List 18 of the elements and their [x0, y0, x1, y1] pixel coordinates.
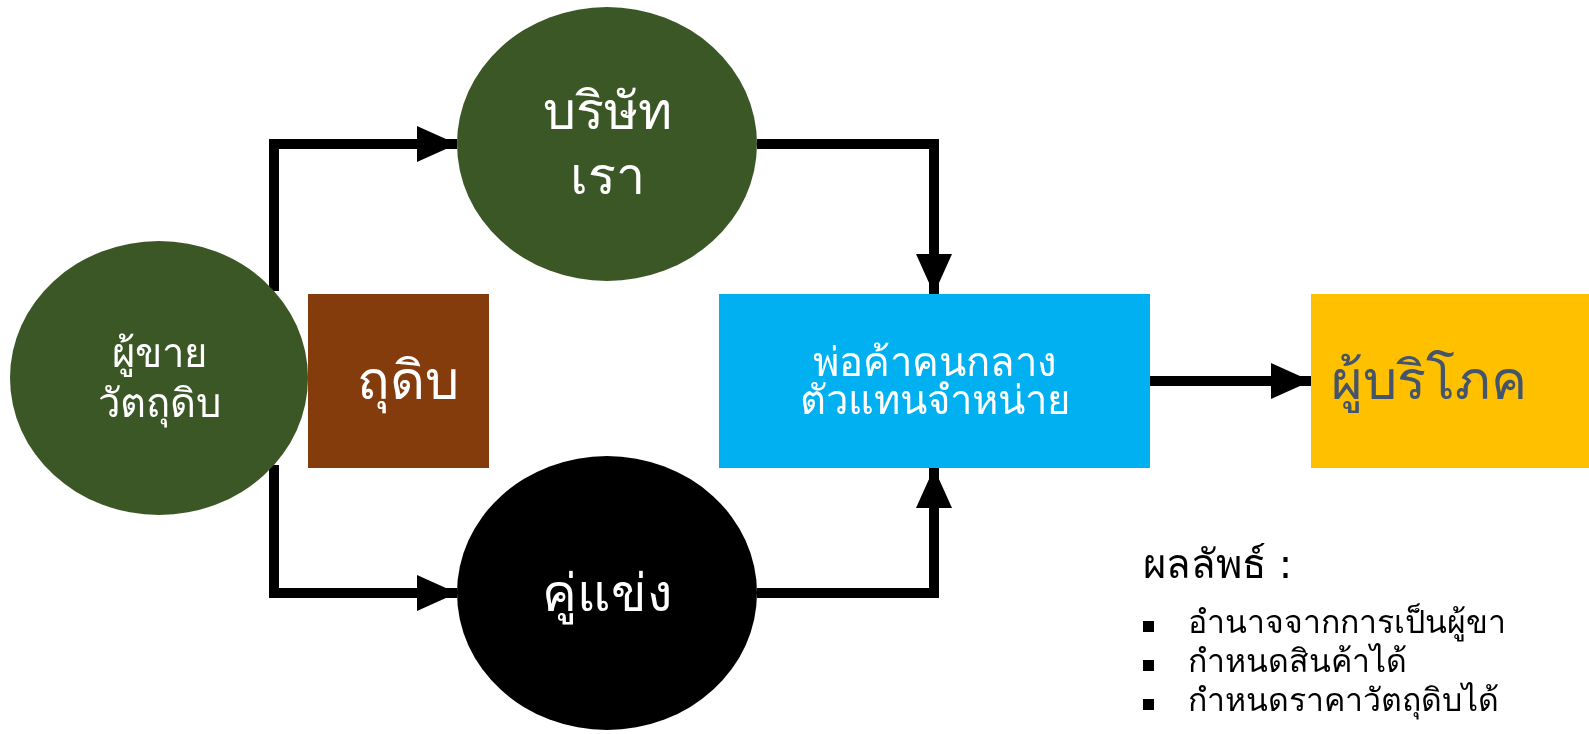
node-label: พ่อค้าคนกลาง ตัวแทนจำหน่าย	[798, 343, 1071, 419]
arrow	[757, 139, 952, 294]
arrow	[269, 126, 457, 291]
results-heading: ผลลัพธ์ :	[1143, 540, 1293, 588]
arrow	[269, 465, 457, 611]
arrow	[1150, 363, 1311, 399]
node-label: คู่แข่ง	[542, 561, 672, 626]
node-label: ถุดิบ	[357, 348, 459, 415]
arrow	[757, 468, 952, 598]
result-item: กำหนดราคาวัตถุดิบได้	[1188, 681, 1499, 720]
node-label: บริษัท เรา	[541, 80, 673, 208]
result-item: กำหนดสินค้าได้	[1188, 642, 1407, 681]
node-label: ผู้บริโภค	[1331, 348, 1527, 415]
consumer-box	[1311, 294, 1589, 468]
result-item: อำนาจจากการเป็นผู้ขา	[1188, 603, 1506, 642]
middleman-box	[719, 294, 1150, 468]
raw-material-box	[308, 294, 489, 468]
node-label: ผู้ขาย วัตถุดิบ	[96, 329, 222, 428]
